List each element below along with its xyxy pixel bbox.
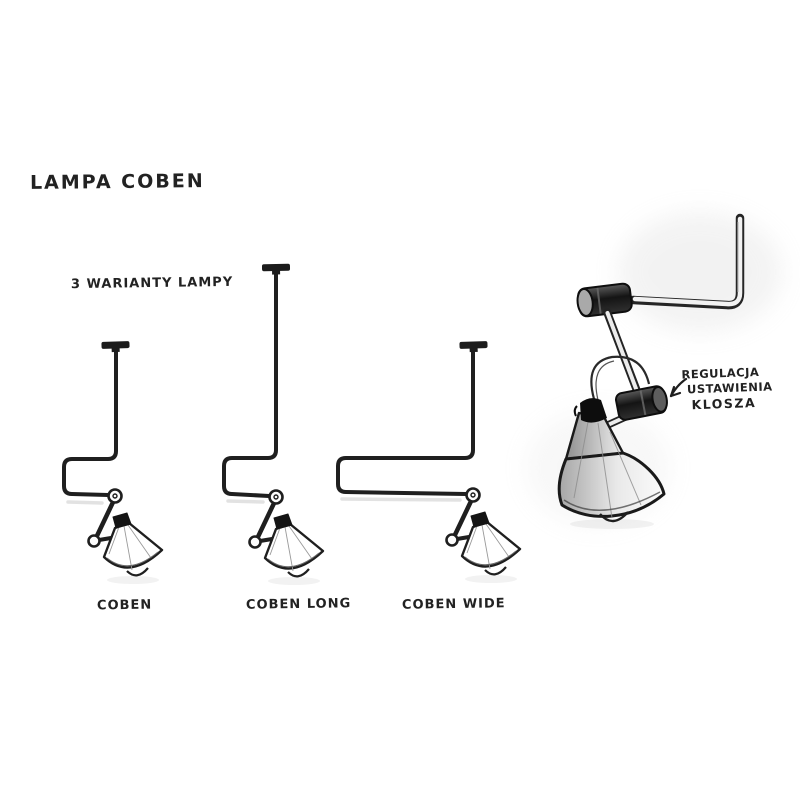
variants-subtitle: 3 WARIANTY LAMPY xyxy=(70,274,234,293)
page-title: LAMPA COBEN xyxy=(29,170,205,194)
detail-shade xyxy=(557,398,666,529)
annotation-line: USTAWIENIA xyxy=(686,379,773,397)
paper-shading xyxy=(618,212,782,332)
detail-upper-joint-cylinder xyxy=(576,282,633,318)
annotation-line: KLOSZA xyxy=(691,394,757,413)
lamp-sketch-coben-wide xyxy=(336,341,520,583)
lamp-detail-sketch xyxy=(526,212,782,529)
shade-adjustment-annotation: REGULACJA USTAWIENIA KLOSZA xyxy=(681,364,773,412)
detail-lower-joint-cylinder xyxy=(614,385,668,421)
variant-label-coben-wide: COBEN WIDE xyxy=(401,596,506,613)
annotation-arrow-icon xyxy=(669,377,688,398)
detail-diagonal-arm xyxy=(603,308,641,395)
variant-label-coben-long: COBEN LONG xyxy=(245,596,352,613)
lamp-sketch-coben xyxy=(62,341,162,584)
lamp-sketch-coben-long xyxy=(222,263,323,585)
detail-bent-tube xyxy=(628,213,745,310)
variant-label-coben: COBEN xyxy=(96,597,153,614)
detail-wire-loop xyxy=(590,355,651,401)
